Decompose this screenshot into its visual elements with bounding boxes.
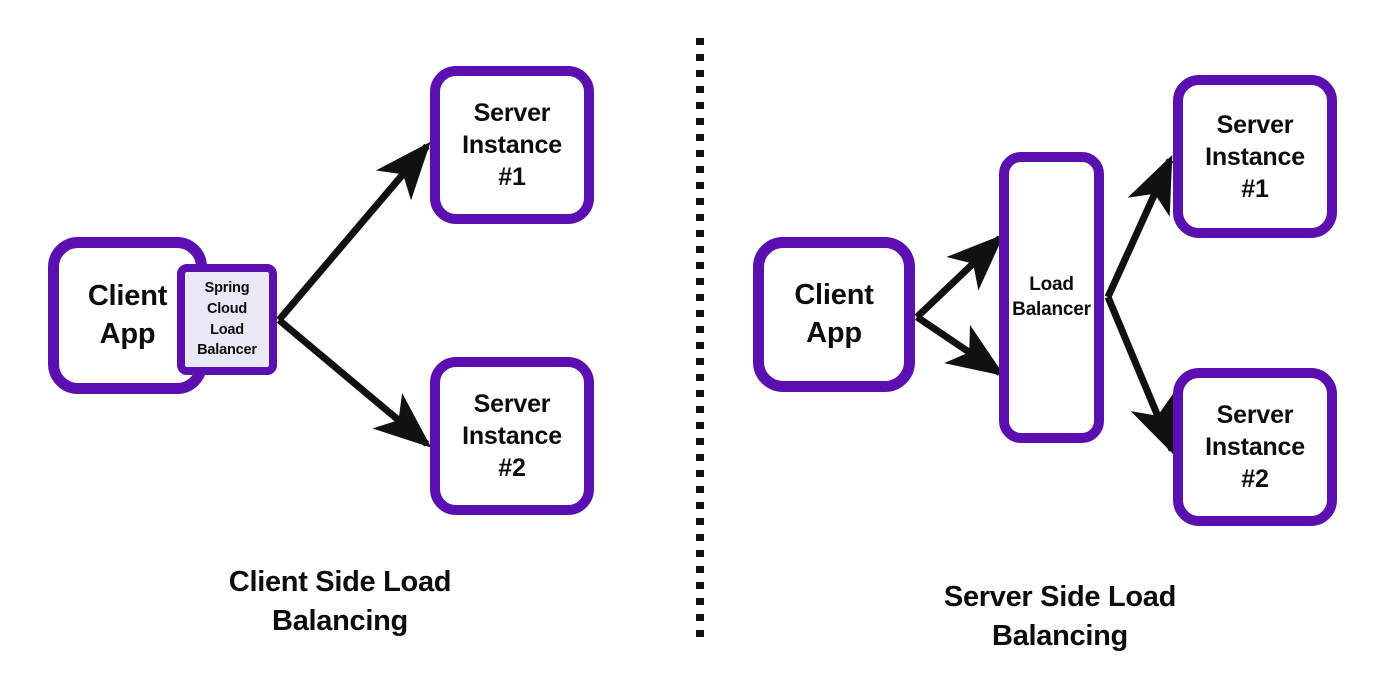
- node-server-instance-2-right[interactable]: Server Instance #2: [1173, 368, 1337, 526]
- node-load-balancer[interactable]: Load Balancer: [999, 152, 1104, 443]
- node-server-instance-1-right[interactable]: Server Instance #1: [1173, 75, 1337, 238]
- node-label: Server Instance #2: [1205, 401, 1305, 493]
- node-client-app-right[interactable]: Client App: [753, 237, 915, 392]
- arrow-clientapp-to-lb-lower: [915, 314, 1005, 377]
- node-server-instance-2-left[interactable]: Server Instance #2: [430, 357, 594, 515]
- node-spring-cloud-load-balancer[interactable]: Spring Cloud Load Balancer: [177, 264, 277, 375]
- arrow-sclb-to-server1: [276, 141, 431, 323]
- node-label: Client App: [794, 279, 874, 349]
- caption-server-side-load-balancing: Server Side Load Balancing: [943, 581, 1177, 652]
- node-label: Load Balancer: [1012, 274, 1091, 320]
- node-label: Client App: [87, 280, 168, 350]
- node-server-instance-1-left[interactable]: Server Instance #1: [430, 66, 594, 224]
- node-label: Server Instance #1: [462, 99, 562, 191]
- arrow-clientapp-to-lb-upper: [914, 234, 1005, 320]
- panel-divider: [696, 38, 704, 638]
- arrow-sclb-to-server2: [276, 317, 432, 448]
- node-label: Server Instance #2: [462, 390, 562, 482]
- arrow-lb-to-server1: [1104, 154, 1174, 299]
- node-label: Server Instance #1: [1205, 110, 1305, 203]
- node-label: Spring Cloud Load Balancer: [197, 280, 257, 359]
- arrow-lb-to-server2: [1104, 295, 1176, 456]
- caption-client-side-load-balancing: Client Side Load Balancing: [228, 566, 452, 637]
